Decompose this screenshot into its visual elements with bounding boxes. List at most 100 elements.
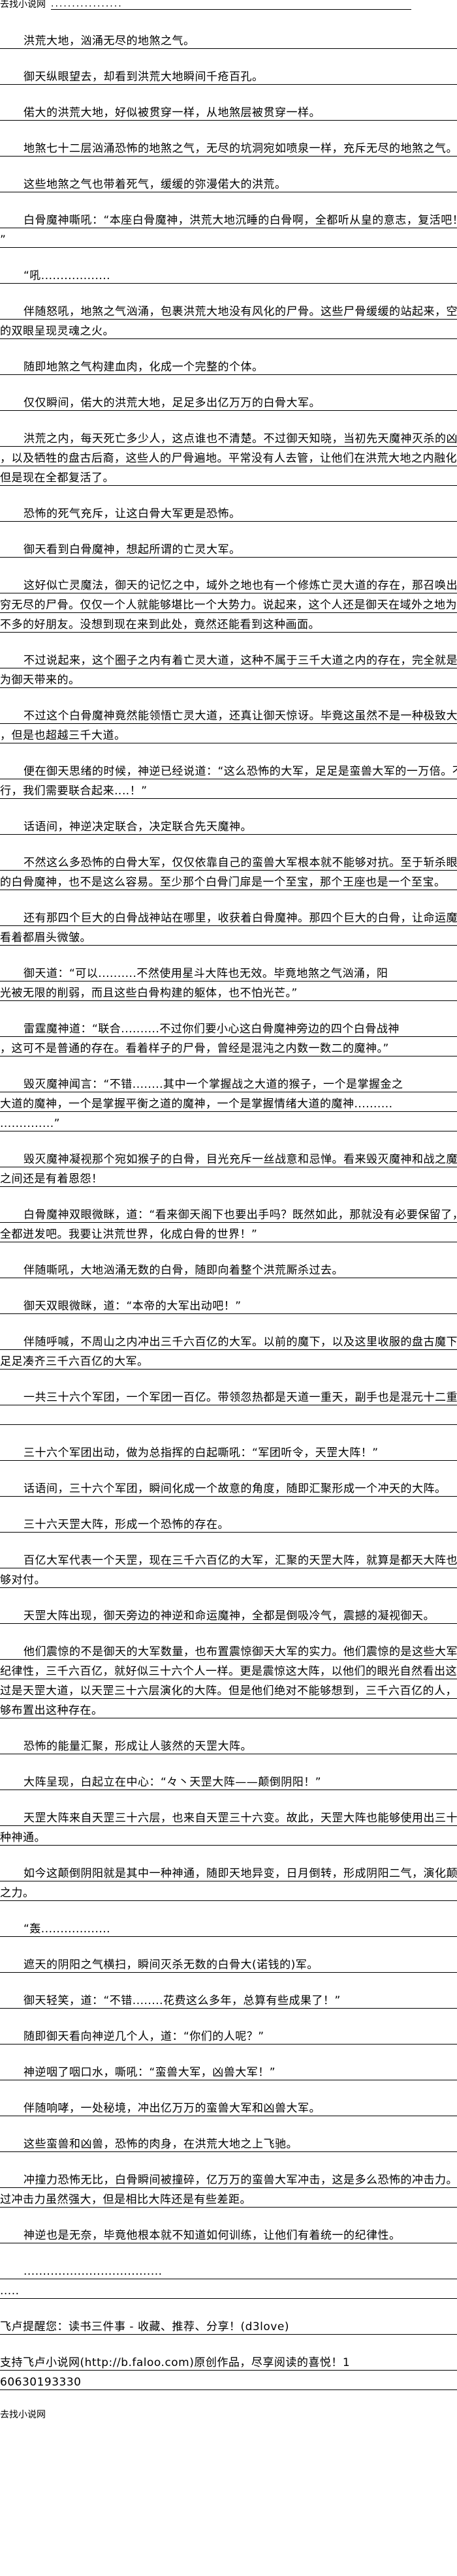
paragraph: 如今这颠倒阴阳就是其中一种神通，随即天地异变，日月倒转，形成阴阳二气，演化颠倒之…: [0, 1865, 457, 1901]
text-line: ，但是也超越三千大道。: [0, 727, 457, 743]
text-line: 之力。: [0, 1885, 457, 1901]
text-line: 三十六个军团出动，做为总指挥的白起嘶吼：“军团听令，天罡大阵！”: [0, 1445, 457, 1461]
text-line: 飞卢提醒您：读书三件事 - 收藏、推荐、分享！(d3love): [0, 2318, 457, 2335]
paragraph: 神逆也是无奈，毕竟他根本就不知道如何训练，让他们有着统一的纪律性。: [0, 2227, 457, 2243]
text-line: ，以及牺牲的盘古后裔，这些人的尸骨遍地。平常没有人去管，让他们在洪荒大地之内融化…: [0, 450, 457, 466]
paragraph: 御天轻笑，道：“不错........花费这么多年，总算有些成果了！”: [0, 1992, 457, 2009]
text-line: 偌大的洪荒大地，好似被贯穿一样，从地煞层被贯穿一样。: [0, 104, 457, 121]
paragraph: 伴随呼喊，不周山之内冲出三千六百亿的大军。以前的魔下，以及这里收服的盘古魔下， 足…: [0, 1334, 457, 1370]
text-line: 不然这么多恐怖的白骨大军，仅仅依靠自己的蛮兽大军根本就不能够对抗。至于斩杀眼前: [0, 854, 457, 871]
paragraph: 大阵呈现，白起立在中心：“々丶天罡大阵——颠倒阴阳！”: [0, 1774, 457, 1790]
text-line: 之间还是有着恩怨！: [0, 1171, 457, 1187]
paragraph: 洪荒之内，每天死亡多少人，这点谁也不清楚。不过御天知晓，当初先天魔神灭杀的凶兽 ，…: [0, 430, 457, 486]
text-line: 神逆咽了咽口水，嘶吼：“蛮兽大军，凶兽大军！”: [0, 2064, 457, 2080]
paragraph: 支持飞卢小说网(http://b.faloo.com)原创作品，尽享阅读的喜悦！…: [0, 2354, 457, 2390]
text-line: 不过说起来，这个圈子之内有着亡灵大道，这种不属于三千大道之内的存在，完全就是因: [0, 652, 457, 668]
text-line: 的双眼呈现灵魂之火。: [0, 323, 457, 339]
paragraph: ........................................…: [0, 2263, 457, 2299]
paragraph: 御天双眼微眯，道：“本帝的大军出动吧！”: [0, 1298, 457, 1314]
paragraph: 伴随嘶吼，大地汹涌无数的白骨，随即向着整个洪荒厮杀过去。: [0, 1262, 457, 1278]
text-line: 御天看到白骨魔神，想起所谓的亡灵大军。: [0, 541, 457, 558]
text-line: “轰..................: [0, 1921, 457, 1937]
paragraph: 不过这个白骨魔神竟然能领悟亡灵大道，还真让御天惊讶。毕竟这虽然不是一种极致大道 ，…: [0, 708, 457, 743]
text-line: 纪律性，三千六百亿，就好似三十六个人一样。更是震惊这大阵，以他们的眼光自然看出这…: [0, 1663, 457, 1679]
text-line: 仅仅瞬间，偌大的洪荒大地，足足多出亿万万的白骨大军。: [0, 395, 457, 411]
text-line: 洪荒大地，汹涌无尽的地煞之气。: [0, 33, 457, 49]
paragraph: 这些蛮兽和凶兽，恐怖的肉身，在洪荒大地之上飞驰。: [0, 2136, 457, 2152]
text-line: 白骨魔神双眼微眯，道：“看来御天阁下也要出手吗？既然如此，那就没有必要保留了，: [0, 1206, 457, 1223]
text-line: 如今这颠倒阴阳就是其中一种神通，随即天地异变，日月倒转，形成阴阳二气，演化颠倒: [0, 1865, 457, 1881]
text-line: 支持飞卢小说网(http://b.faloo.com)原创作品，尽享阅读的喜悦！…: [0, 2354, 457, 2371]
text-line: [0, 1409, 457, 1425]
paragraph: 他们震惊的不是御天的大军数量，也布置震惊御天大军的实力。他们震惊的是这些大军的纪…: [0, 1643, 457, 1718]
text-line: 白骨魔神嘶吼：“本座白骨魔神，洪荒大地沉睡的白骨啊，全都听从皇的意志，复活吧！: [0, 212, 457, 228]
paragraph: 神逆咽了咽口水，嘶吼：“蛮兽大军，凶兽大军！”: [0, 2064, 457, 2080]
paragraph: 御天看到白骨魔神，想起所谓的亡灵大军。: [0, 541, 457, 558]
text-line: 话语间，三十六个军团，瞬间化成一个故意的角度，随即汇聚形成一个冲天的大阵。: [0, 1480, 457, 1497]
text-line: 雷霆魔神道：“联合..........不过你们要小心这白骨魔神旁边的四个白骨战神: [0, 1021, 457, 1037]
text-line: 他们震惊的不是御天的大军数量，也布置震惊御天大军的实力。他们震惊的是这些大军的: [0, 1643, 457, 1660]
paragraph: 雷霆魔神道：“联合..........不过你们要小心这白骨魔神旁边的四个白骨战神…: [0, 1021, 457, 1056]
text-line: 穷无尽的尸骨。仅仅一个人就能够堪比一个大势力。说起来，这个人还是御天在域外之地为…: [0, 597, 457, 613]
text-line: 看着都眉头微皱。: [0, 929, 457, 946]
text-line: 冲撞力恐怖无比，白骨瞬间被撞碎，亿万万的蛮兽大军冲击，这是多么恐怖的冲击力。不: [0, 2172, 457, 2188]
paragraph: 不然这么多恐怖的白骨大军，仅仅依靠自己的蛮兽大军根本就不能够对抗。至于斩杀眼前的…: [0, 854, 457, 890]
paragraph: 白骨魔神嘶吼：“本座白骨魔神，洪荒大地沉睡的白骨啊，全都听从皇的意志，复活吧！”: [0, 212, 457, 248]
text-line: ....................................: [0, 2263, 457, 2279]
paragraph: 话语间，神逆决定联合，决定联合先天魔神。: [0, 818, 457, 835]
text-line: 随即御天看向神逆几个人，道：“你们的人呢？”: [0, 2028, 457, 2044]
text-line: 御天道：“可以..........不然使用星斗大阵也无效。毕竟地煞之气汹涌，阳: [0, 965, 457, 981]
text-line: 种神通。: [0, 1829, 457, 1846]
paragraph: 地煞七十二层汹涌恐怖的地煞之气，无尽的坑洞宛如喷泉一样，充斥无尽的地煞之气。: [0, 140, 457, 157]
text-line: 不多的好朋友。没想到现在来到此处，竟然还能看到这种画面。: [0, 616, 457, 633]
paragraph: 便在御天思绪的时候，神逆已经说道：“这么恐怖的大军，足足是蛮兽大军的一万倍。不行…: [0, 763, 457, 799]
paragraph: 恐怖的能量汇聚，形成让人骇然的天罡大阵。: [0, 1738, 457, 1754]
text-line: 御天纵眼望去，却看到洪荒大地瞬间千疮百孔。: [0, 68, 457, 85]
text-line: 话语间，神逆决定联合，决定联合先天魔神。: [0, 818, 457, 835]
paragraph: 毁灭魔神闻言：“不错........其中一个掌握战之大道的猴子，一个是掌握金之大…: [0, 1076, 457, 1131]
text-line: 遮天的阴阳之气横扫，瞬间灭杀无数的白骨大(诺钱的)军。: [0, 1956, 457, 1973]
paragraph: 随即御天看向神逆几个人，道：“你们的人呢？”: [0, 2028, 457, 2044]
site-name: 去找小说网: [0, 0, 46, 10]
text-line: .....: [0, 2283, 457, 2299]
paragraph: 恐怖的死气充斥，让这白骨大军更是恐怖。: [0, 505, 457, 522]
text-line: 60630193330: [0, 2374, 457, 2390]
chapter-content: 洪荒大地，汹涌无尽的地煞之气。御天纵眼望去，却看到洪荒大地瞬间千疮百孔。偌大的洪…: [0, 33, 457, 2390]
text-line: 伴随怒吼，地煞之气汹涌，包裹洪荒大地没有风化的尸骨。这些尸骨缓缓的站起来，空洞: [0, 303, 457, 320]
text-line: 三十六天罡大阵，形成一个恐怖的存在。: [0, 1516, 457, 1533]
text-line: 伴随嘶吼，大地汹涌无数的白骨，随即向着整个洪荒厮杀过去。: [0, 1262, 457, 1278]
paragraph: 这好似亡灵魔法，御天的记忆之中，域外之地也有一个修炼亡灵大道的存在，那召唤出无穷…: [0, 577, 457, 633]
header-dots: .................: [51, 0, 411, 10]
paragraph: 三十六天罡大阵，形成一个恐怖的存在。: [0, 1516, 457, 1533]
text-line: 神逆也是无奈，毕竟他根本就不知道如何训练，让他们有着统一的纪律性。: [0, 2227, 457, 2243]
text-line: 便在御天思绪的时候，神逆已经说道：“这么恐怖的大军，足足是蛮兽大军的一万倍。不: [0, 763, 457, 779]
paragraph: 随即地煞之气构建血肉，化成一个完整的个体。: [0, 359, 457, 375]
paragraph: 偌大的洪荒大地，好似被贯穿一样，从地煞层被贯穿一样。: [0, 104, 457, 121]
text-line: 这些蛮兽和凶兽，恐怖的肉身，在洪荒大地之上飞驰。: [0, 2136, 457, 2152]
text-line: 过冲击力虽然强大，但是相比大阵还是有些差距。: [0, 2191, 457, 2208]
text-line: 不过这个白骨魔神竟然能领悟亡灵大道，还真让御天惊讶。毕竟这虽然不是一种极致大道: [0, 708, 457, 724]
paragraph: 冲撞力恐怖无比，白骨瞬间被撞碎，亿万万的蛮兽大军冲击，这是多么恐怖的冲击力。不过…: [0, 2172, 457, 2208]
text-line: 的白骨魔神，也不是这么容易。至少那个白骨门扉是一个至宝，那个王座也是一个至宝。: [0, 874, 457, 890]
text-line: 过是天罡大道，以天罡三十六层演化的大阵。但是他们绝对不能够想到，三千六百亿的人，…: [0, 1683, 457, 1699]
text-line: 毁灭魔神凝视那个宛如猴子的白骨，目光充斥一丝战意和忌惮。看来毁灭魔神和战之魔神: [0, 1151, 457, 1167]
paragraph: 不过说起来，这个圈子之内有着亡灵大道，这种不属于三千大道之内的存在，完全就是因为…: [0, 652, 457, 688]
paragraph: 一共三十六个军团，一个军团一百亿。带领忽热都是天道一重天，副手也是混元十二重。: [0, 1389, 457, 1425]
text-line: 恐怖的死气充斥，让这白骨大军更是恐怖。: [0, 505, 457, 522]
text-line: 天罡大阵出现，御天旁边的神逆和命运魔神，全都是倒吸冷气，震撼的凝视御天。: [0, 1608, 457, 1624]
text-line: 伴随呼喊，不周山之内冲出三千六百亿的大军。以前的魔下，以及这里收服的盘古魔下，: [0, 1334, 457, 1350]
paragraph: 这些地煞之气也带着死气，缓缓的弥漫偌大的洪荒。: [0, 176, 457, 192]
text-line: 伴随响哮，一处秘境，冲出亿万万的蛮兽大军和凶兽大军。: [0, 2100, 457, 2116]
text-line: 够对付。: [0, 1572, 457, 1588]
text-line: 洪荒之内，每天死亡多少人，这点谁也不清楚。不过御天知晓，当初先天魔神灭杀的凶兽: [0, 430, 457, 447]
paragraph: 御天纵眼望去，却看到洪荒大地瞬间千疮百孔。: [0, 68, 457, 85]
footer-site-name: 去找小说网: [0, 2410, 46, 2420]
text-line: 足足凑齐三千六百亿的大军。: [0, 1353, 457, 1370]
paragraph: 伴随响哮，一处秘境，冲出亿万万的蛮兽大军和凶兽大军。: [0, 2100, 457, 2116]
text-line: 光被无限的削弱，而且这些白骨构建的躯体，也不怕光芒。”: [0, 985, 457, 1001]
paragraph: 毁灭魔神凝视那个宛如猴子的白骨，目光充斥一丝战意和忌惮。看来毁灭魔神和战之魔神之…: [0, 1151, 457, 1187]
paragraph: 洪荒大地，汹涌无尽的地煞之气。: [0, 33, 457, 49]
text-line: 全都迸发吧。我要让洪荒世界，化成白骨的世界！”: [0, 1226, 457, 1242]
paragraph: 白骨魔神双眼微眯，道：“看来御天阁下也要出手吗？既然如此，那就没有必要保留了， 全…: [0, 1206, 457, 1242]
text-line: 这好似亡灵魔法，御天的记忆之中，域外之地也有一个修炼亡灵大道的存在，那召唤出无: [0, 577, 457, 593]
